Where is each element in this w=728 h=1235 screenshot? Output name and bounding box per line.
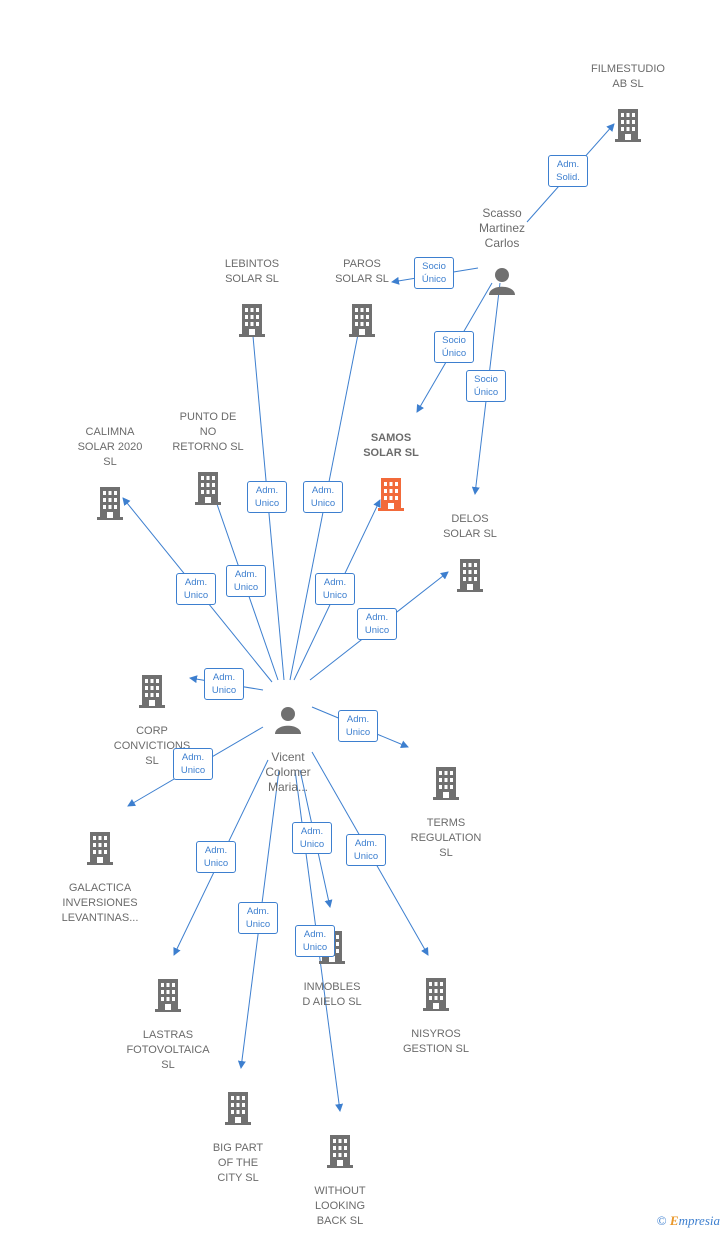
building-icon (87, 832, 113, 865)
edge-label-adm-unico[interactable]: Adm. Unico (338, 710, 378, 742)
edge-label-adm-unico[interactable]: Adm. Unico (173, 748, 213, 780)
copyright-symbol: © (656, 1213, 667, 1228)
building-icon (139, 675, 165, 708)
company-label: CALIMNA SOLAR 2020 SL (77, 426, 143, 468)
edge-label-adm-unico[interactable]: Adm. Unico (292, 822, 332, 854)
company-label: PUNTO DE NO RETORNO SL (172, 411, 244, 453)
edge-label-socio-unico[interactable]: Socio Único (466, 370, 506, 402)
edge-label-adm-solid[interactable]: Adm. Solid. (548, 155, 588, 187)
company-label: CORP CONVICTIONS SL (113, 725, 191, 767)
edge-label-adm-unico[interactable]: Adm. Unico (196, 841, 236, 873)
building-icon (97, 487, 123, 520)
edge-label-adm-unico[interactable]: Adm. Unico (295, 925, 335, 957)
edge-label-adm-unico[interactable]: Adm. Unico (346, 834, 386, 866)
edge-label-adm-unico[interactable]: Adm. Unico (204, 668, 244, 700)
brand-initial: E (669, 1213, 679, 1228)
company-node-without[interactable]: WITHOUT LOOKING BACK SL (292, 1118, 388, 1235)
company-label: INMOBLES D AIELO SL (302, 981, 362, 1008)
company-node-bigpart[interactable]: BIG PART OF THE CITY SL (190, 1075, 286, 1201)
building-icon (155, 979, 181, 1012)
company-node-galactica[interactable]: GALACTICA INVERSIONES LEVANTINAS... (50, 815, 150, 941)
company-label: BIG PART OF THE CITY SL (212, 1142, 264, 1184)
edge-label-socio-unico[interactable]: Socio Único (434, 331, 474, 363)
company-label: DELOS SOLAR SL (443, 513, 497, 540)
building-icon (433, 767, 459, 800)
edge-label-adm-unico[interactable]: Adm. Unico (226, 565, 266, 597)
building-icon (423, 978, 449, 1011)
company-node-punto[interactable]: PUNTO DE NO RETORNO SL (160, 395, 256, 521)
company-node-delos[interactable]: DELOS SOLAR SL (422, 497, 518, 608)
edge-label-socio-unico[interactable]: Socio Único (414, 257, 454, 289)
company-label: SAMOS SOLAR SL (363, 432, 419, 459)
company-node-lastras[interactable]: LASTRAS FOTOVOLTAICA SL (116, 962, 220, 1088)
building-icon (195, 472, 221, 505)
brand-logo: © Empresia (657, 1213, 720, 1229)
building-icon (327, 1135, 353, 1168)
company-node-filmestudio[interactable]: FILMESTUDIO AB SL (580, 47, 676, 158)
edge-label-adm-unico[interactable]: Adm. Unico (303, 481, 343, 513)
company-label: TERMS REGULATION SL (410, 817, 482, 859)
building-icon (615, 109, 641, 142)
company-label: LEBINTOS SOLAR SL (224, 258, 280, 285)
building-icon (378, 478, 404, 511)
company-node-paros[interactable]: PAROS SOLAR SL (314, 242, 410, 353)
brand-name: mpresia (678, 1213, 720, 1228)
person-icon (489, 268, 515, 295)
company-label: LASTRAS FOTOVOLTAICA SL (126, 1029, 210, 1071)
person-node-scasso[interactable]: Scasso Martinez Carlos (462, 191, 542, 311)
person-node-vicent[interactable]: Vicent Colomer Maria... (248, 690, 328, 810)
edge-label-adm-unico[interactable]: Adm. Unico (315, 573, 355, 605)
company-label: WITHOUT LOOKING BACK SL (314, 1185, 366, 1227)
building-icon (225, 1092, 251, 1125)
company-node-corp[interactable]: CORP CONVICTIONS SL (104, 658, 200, 784)
person-label: Scasso Martinez Carlos (478, 206, 525, 250)
person-icon (275, 707, 301, 734)
company-node-samos[interactable]: SAMOS SOLAR SL (343, 416, 439, 527)
building-icon (349, 304, 375, 337)
edge-label-adm-unico[interactable]: Adm. Unico (247, 481, 287, 513)
edge-label-adm-unico[interactable]: Adm. Unico (176, 573, 216, 605)
company-node-terms[interactable]: TERMS REGULATION SL (398, 750, 494, 876)
edge-label-adm-unico[interactable]: Adm. Unico (357, 608, 397, 640)
person-label: Vicent Colomer Maria... (265, 750, 311, 794)
company-node-nisyros[interactable]: NISYROS GESTION SL (388, 961, 484, 1072)
company-node-calimna[interactable]: CALIMNA SOLAR 2020 SL (62, 410, 158, 536)
company-label: FILMESTUDIO AB SL (591, 63, 665, 90)
company-node-inmobles[interactable]: INMOBLES D AIELO SL (284, 914, 380, 1025)
building-icon (457, 559, 483, 592)
building-icon (239, 304, 265, 337)
company-label: GALACTICA INVERSIONES LEVANTINAS... (61, 882, 139, 924)
company-label: PAROS SOLAR SL (335, 258, 389, 285)
company-label: NISYROS GESTION SL (402, 1028, 470, 1055)
company-node-lebintos[interactable]: LEBINTOS SOLAR SL (204, 242, 300, 353)
edge-label-adm-unico[interactable]: Adm. Unico (238, 902, 278, 934)
